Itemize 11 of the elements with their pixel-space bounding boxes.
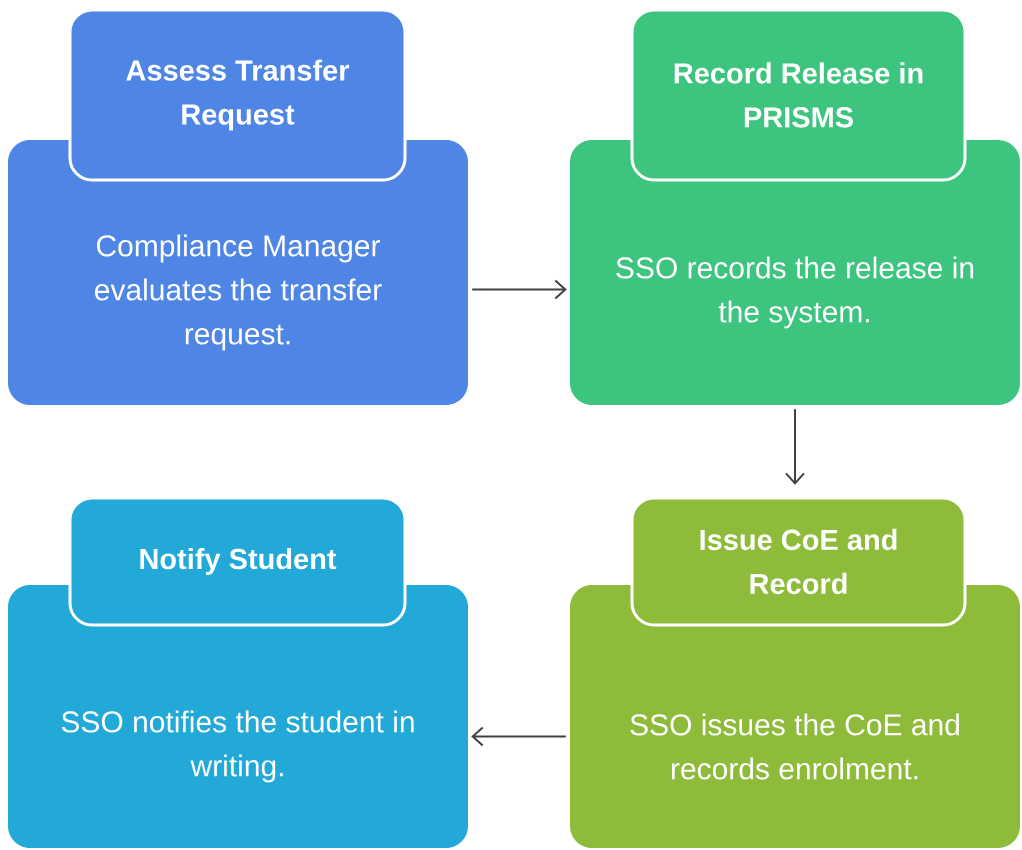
node-label: SSO issues the CoE and records enrolment. bbox=[630, 713, 959, 780]
arrow bbox=[785, 408, 805, 485]
title-tab: Assess Transfer Request bbox=[68, 8, 407, 182]
arrow bbox=[471, 279, 567, 300]
title-tab: Notify Student bbox=[68, 496, 407, 627]
node-label: SSO notifies the student in writing. bbox=[61, 710, 414, 783]
node-label: Compliance Manager evaluates the transfer request. bbox=[95, 234, 382, 351]
node-label: SSO records the release in the system. bbox=[616, 256, 974, 329]
title-tab: Record Release in PRISMS bbox=[630, 8, 967, 182]
title-tab: Issue CoE and Record bbox=[630, 496, 967, 627]
arrow bbox=[471, 726, 567, 747]
